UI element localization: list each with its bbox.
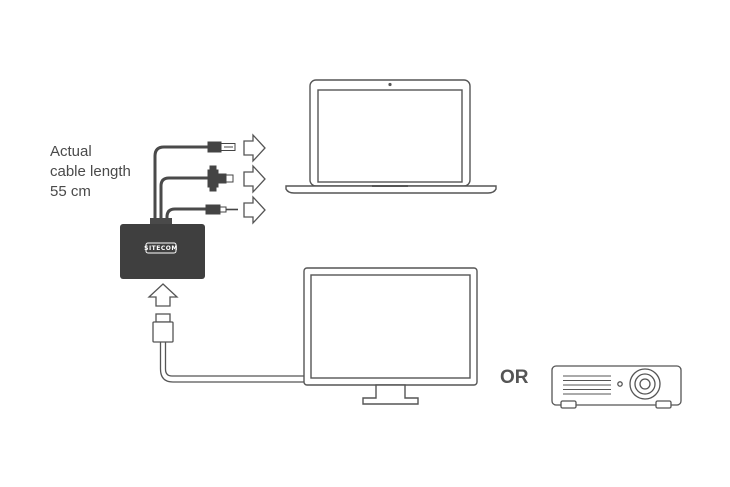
hdmi-output-plug-icon: [207, 165, 234, 192]
adapter-brand-label: SITECOM: [144, 245, 178, 252]
output-cables: [153, 145, 210, 226]
arrow-right-icon: [243, 164, 266, 194]
cable-note-line-1: Actual: [50, 143, 92, 160]
or-label: OR: [500, 367, 529, 388]
audio-jack-icon: [205, 204, 238, 215]
hdmi-input-cable: [159, 342, 304, 383]
cable-note-line-2: cable length: [50, 163, 131, 180]
adapter-box: SITECOM: [120, 218, 205, 279]
projector-icon: [551, 365, 682, 409]
monitor-icon: [303, 267, 478, 405]
cable-length-note: Actual cable length 55 cm: [50, 142, 131, 202]
arrow-up-icon: [147, 283, 179, 307]
arrow-right-icon: [243, 133, 266, 163]
usb-plug-icon: [207, 141, 236, 153]
arrow-right-icon: [243, 195, 266, 225]
laptop-icon: [285, 79, 497, 194]
cable-note-line-3: 55 cm: [50, 183, 91, 200]
hdmi-plug-icon: [152, 313, 174, 343]
